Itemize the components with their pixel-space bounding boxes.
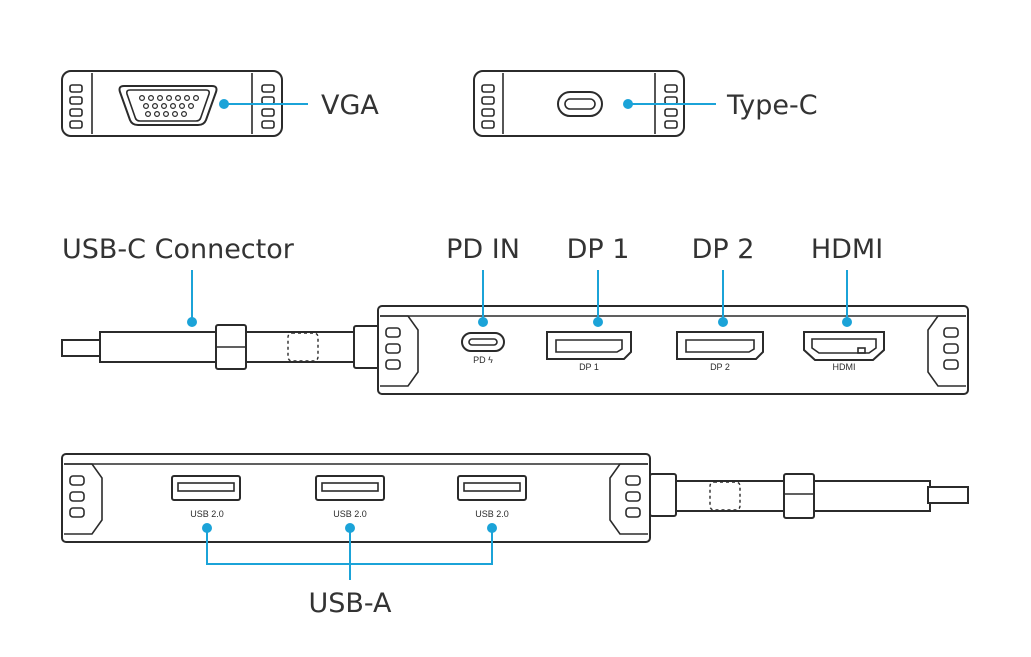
pd-in-label: PD IN: [446, 234, 520, 265]
usb-c-connector-label: USB-C Connector: [62, 234, 295, 265]
dp2-port-label: DP 2: [710, 362, 730, 372]
hdmi-port-icon: [803, 331, 885, 361]
dp1-port-label: DP 1: [579, 362, 599, 372]
grip-left-icon: [69, 84, 83, 129]
usb-c-cable-back: [649, 473, 969, 519]
usb-c-cable: [61, 270, 381, 370]
vga-label: VGA: [321, 90, 379, 121]
dp2-label: DP 2: [692, 234, 755, 265]
grip-left-icon: [69, 475, 85, 518]
type-c-adapter: [473, 70, 716, 137]
type-c-label: Type-C: [726, 90, 818, 121]
grip-left-icon: [481, 84, 495, 129]
usb2-port-label: USB 2.0: [333, 509, 367, 519]
usb3-port-label: USB 2.0: [475, 509, 509, 519]
usb1-port-label: USB 2.0: [190, 509, 224, 519]
usb-a-port-icon: [171, 475, 241, 501]
usb-a-port-icon: [315, 475, 385, 501]
grip-right-icon: [625, 475, 641, 518]
hub-back: USB 2.0 USB 2.0 USB 2.0: [61, 453, 651, 580]
vga-port-icon: [118, 85, 218, 126]
grip-right-icon: [664, 84, 678, 129]
dp1-label: DP 1: [567, 234, 630, 265]
usb-a-label: USB-A: [308, 588, 392, 619]
pd-in-port-icon: [461, 332, 505, 352]
grip-right-icon: [943, 327, 959, 370]
grip-left-icon: [385, 327, 401, 370]
usb-a-port-icon: [457, 475, 527, 501]
type-c-port-icon: [557, 91, 603, 117]
pd-port-label: PD ϟ: [473, 355, 493, 365]
hdmi-port-label: HDMI: [833, 362, 856, 372]
dp2-port-icon: [676, 331, 764, 360]
dp1-port-icon: [546, 331, 632, 360]
hdmi-label: HDMI: [811, 234, 883, 265]
vga-adapter: [61, 70, 308, 137]
hub-front: PD ϟ DP 1 DP 2 HDMI: [377, 270, 969, 395]
